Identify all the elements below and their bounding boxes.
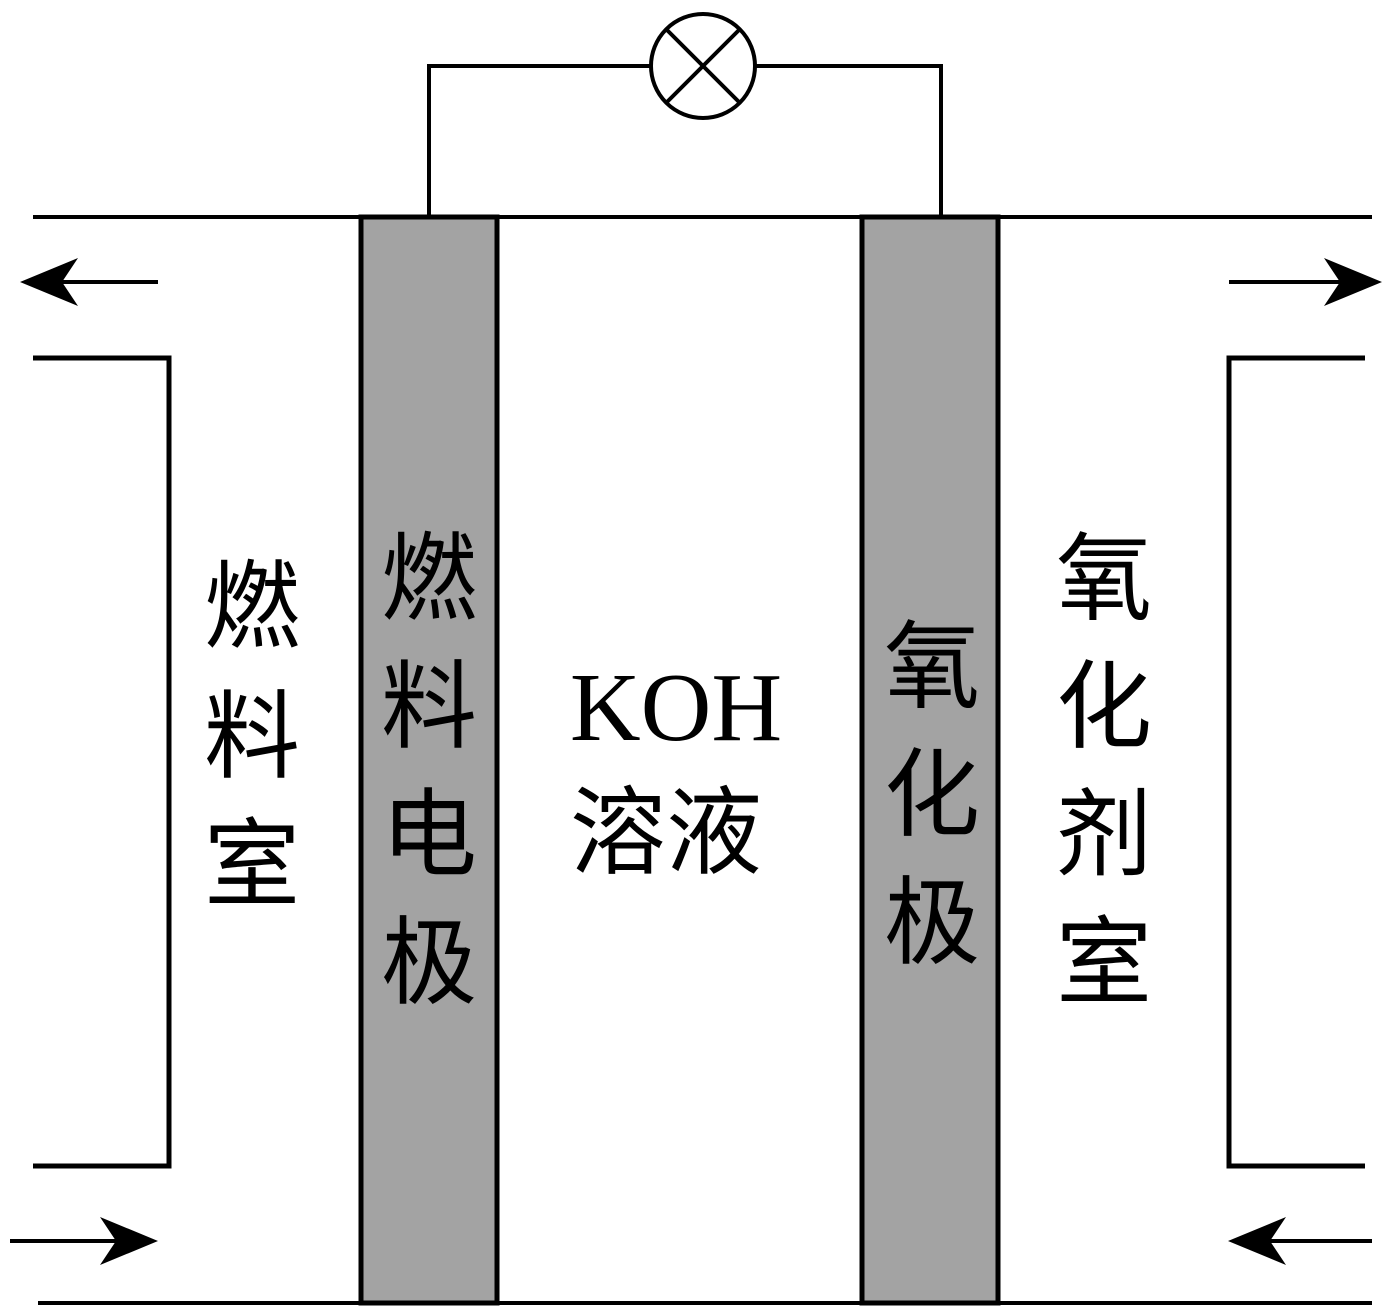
circuit-wire-left	[427, 64, 650, 216]
fuel-inlet-arrow	[10, 1217, 158, 1265]
fuel-electrode-char: 料	[381, 651, 477, 763]
fuel-chamber-label: 燃 料 室	[204, 551, 300, 921]
oxidation-electrode-char: 氧	[884, 611, 980, 723]
external-circuit	[427, 64, 943, 216]
fuel-chamber-char: 燃	[204, 551, 300, 663]
fuel-electrode	[358, 214, 500, 1306]
fuel-electrode-char: 极	[381, 907, 477, 1019]
oxidant-chamber-char: 化	[1056, 651, 1152, 763]
electrolyte-name: 溶液	[570, 777, 762, 889]
oxidant-chamber-char: 氧	[1056, 523, 1152, 635]
oxidant-chamber-wall	[1226, 355, 1365, 1169]
oxidant-chamber-char: 室	[1056, 907, 1152, 1019]
fuel-outlet-arrow	[20, 258, 158, 306]
oxidant-chamber-label: 氧 化 剂 室	[1056, 523, 1152, 1019]
oxidant-inlet-arrow	[1228, 1217, 1372, 1265]
oxidation-electrode-char: 化	[884, 739, 980, 851]
fuel-electrode-char: 燃	[381, 523, 477, 635]
electrolyte-formula: KOH	[570, 654, 782, 762]
oxidation-electrode-char: 极	[884, 867, 980, 979]
fuel-chamber-wall	[33, 355, 172, 1169]
oxidation-electrode-label: 氧 化 极	[884, 611, 980, 979]
fuel-chamber-char: 室	[204, 809, 300, 921]
lamp-icon	[649, 12, 757, 120]
fuel-electrode-label: 燃 料 电 极	[381, 523, 477, 1019]
circuit-wire-right	[756, 64, 943, 216]
fuel-chamber-char: 料	[204, 681, 300, 793]
oxidation-electrode	[859, 214, 1001, 1306]
oxidant-outlet-arrow	[1229, 258, 1382, 306]
fuel-electrode-char: 电	[381, 779, 477, 891]
oxidant-chamber-char: 剂	[1056, 779, 1152, 891]
